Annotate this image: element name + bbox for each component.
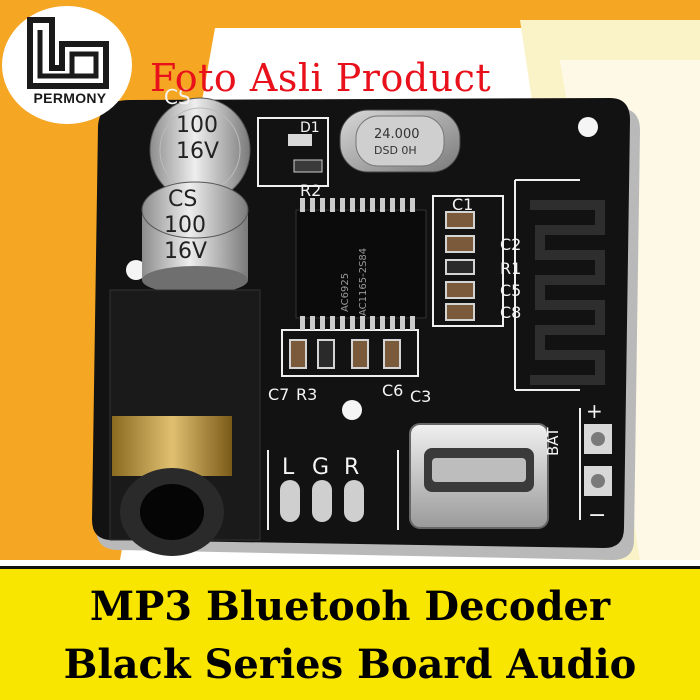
crystal-label-2: DSD 0H — [374, 144, 417, 157]
silk-c8: C8 — [500, 303, 521, 322]
chip-label-2: AC1165-2S84 — [358, 248, 369, 316]
silk-c3: C3 — [410, 387, 431, 406]
mount-hole — [126, 260, 146, 280]
cap-top-label-2: 100 — [176, 113, 218, 138]
battery-pads — [584, 424, 612, 496]
silk-d1: D1 — [300, 120, 320, 136]
silk-r1: R1 — [500, 259, 521, 278]
brand-name: PERMONY — [33, 90, 107, 106]
cap-top-label-3: 16V — [176, 139, 219, 164]
silk-c5: C5 — [500, 281, 521, 300]
silk-r2: R2 — [300, 181, 321, 200]
silk-plus: + — [586, 399, 603, 423]
decoder-chip — [295, 198, 427, 330]
banner-title-line-2: Black Series Board Audio — [63, 641, 637, 688]
capacitor-bottom — [141, 181, 249, 294]
cap-bottom-label-2: 100 — [164, 213, 206, 238]
cap-bottom-label-1: CS — [168, 187, 197, 212]
cap-top-label-1: CS — [164, 85, 191, 109]
silk-bat: BAT — [544, 427, 562, 456]
silk-c7: C7 — [268, 385, 289, 404]
mount-hole — [342, 400, 362, 420]
chip-label-1: AC6925 — [340, 273, 351, 312]
brand-mark-icon — [27, 17, 109, 89]
antenna-trace — [530, 200, 605, 385]
cap-bottom-label-3: 16V — [164, 239, 207, 264]
crystal-label-1: 24.000 — [374, 127, 420, 142]
banner-title-line-1: MP3 Bluetooh Decoder — [89, 583, 611, 630]
watermark-text: Foto Asli Product — [150, 56, 492, 100]
crystal-oscillator — [339, 109, 461, 173]
audio-jack — [109, 289, 261, 556]
title-banner: MP3 Bluetooh Decoder Black Series Board … — [0, 566, 700, 700]
mount-hole — [578, 117, 598, 137]
silk-c1: C1 — [452, 195, 473, 214]
pcb-board: CS 100 16V CS 100 16V 24.000 DSD 0H AC69… — [92, 85, 640, 560]
silk-l: L — [282, 455, 295, 480]
silk-minus: − — [588, 503, 606, 528]
brand-logo: PERMONY — [2, 6, 132, 124]
silk-r3: R3 — [296, 385, 317, 404]
smd-components — [288, 134, 475, 369]
silk-c2: C2 — [500, 235, 521, 254]
micro-usb-port — [409, 423, 549, 529]
silk-c6: C6 — [382, 381, 403, 400]
audio-output-pads — [280, 480, 364, 522]
silk-r: R — [344, 455, 359, 480]
silk-g: G — [312, 455, 329, 480]
